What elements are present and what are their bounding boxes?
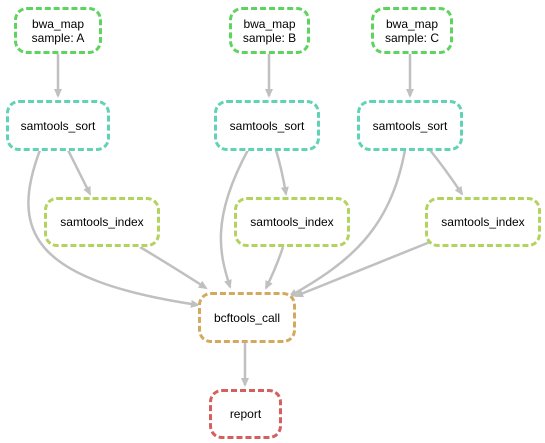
node-samtools-index-a: samtools_index: [44, 197, 160, 247]
edge-index-b-to-call: [264, 246, 285, 290]
node-bwa-map-c-name: bwa_map: [385, 16, 439, 31]
edge-sort-b-to-call: [219, 149, 250, 289]
node-samtools-sort-b-label: samtools_sort: [229, 118, 305, 133]
edge-index-a-to-call: [139, 245, 208, 290]
node-report-label: report: [229, 407, 262, 421]
node-samtools-sort-c: samtools_sort: [357, 100, 463, 151]
node-samtools-index-b-label: samtools_index: [250, 215, 334, 229]
node-bwa-map-c: bwa_map sample: C: [371, 7, 453, 54]
edge-sort-a-to-index-a: [66, 149, 92, 196]
node-samtools-sort-a-label: samtools_sort: [20, 118, 96, 133]
node-bwa-map-c-sample: sample: C: [384, 30, 440, 45]
node-samtools-index-a-label: samtools_index: [60, 215, 144, 229]
edge-sort-b-to-index-b: [274, 149, 289, 196]
edge-index-c-to-call: [294, 240, 431, 298]
edge-sort-c-to-call: [288, 149, 407, 298]
node-samtools-sort-b: samtools_sort: [214, 100, 320, 151]
node-samtools-sort-a: samtools_sort: [6, 100, 110, 151]
node-bcftools-call: bcftools_call: [198, 292, 296, 343]
node-bwa-map-a-name: bwa_map: [31, 16, 84, 31]
edge-sort-a-to-call: [27, 149, 200, 308]
node-bwa-map-a: bwa_map sample: A: [14, 7, 102, 54]
node-samtools-index-c-label: samtools_index: [441, 215, 525, 229]
node-bwa-map-b-name: bwa_map: [243, 16, 296, 31]
node-bcftools-call-label: bcftools_call: [213, 310, 281, 325]
node-bwa-map-b: bwa_map sample: B: [229, 7, 310, 54]
node-samtools-index-b: samtools_index: [234, 197, 350, 247]
node-samtools-index-c: samtools_index: [425, 197, 541, 247]
node-samtools-sort-c-label: samtools_sort: [372, 118, 448, 133]
node-bwa-map-a-sample: sample: A: [31, 30, 85, 45]
edge-sort-c-to-index-c: [429, 149, 464, 196]
node-report: report: [209, 389, 282, 439]
node-bwa-map-b-sample: sample: B: [242, 30, 297, 45]
